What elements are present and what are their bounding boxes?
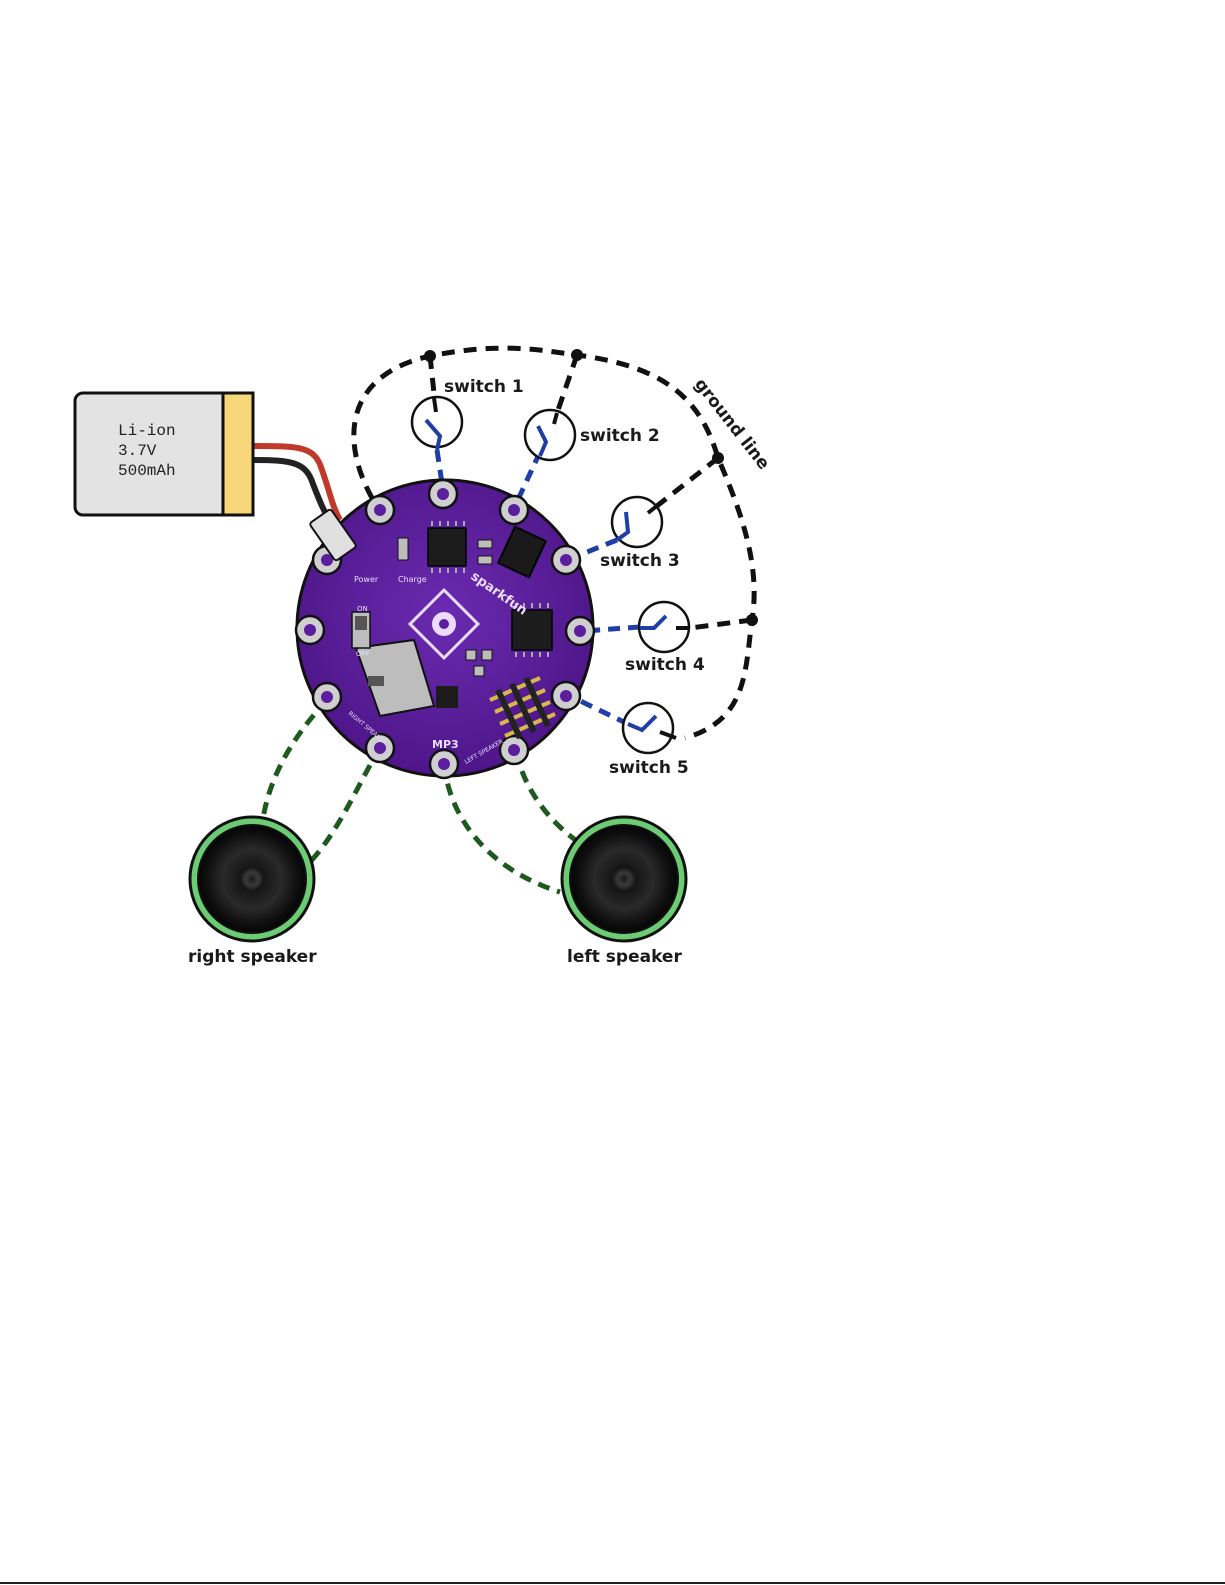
board-mp3-label: MP3 (432, 738, 459, 751)
left-speaker-label: left speaker (567, 947, 682, 967)
switch-2 (525, 410, 575, 460)
left-speaker-wire-a (444, 764, 560, 892)
right-speaker-wire-b (310, 748, 380, 862)
battery-chemistry: Li-ion (118, 422, 176, 440)
switch-5-body (623, 703, 673, 753)
switch-1 (412, 397, 462, 450)
battery-cap (223, 393, 253, 515)
board-power-switch (352, 612, 370, 648)
switch-2-label: switch 2 (580, 426, 660, 446)
left-speaker (562, 817, 686, 941)
ground-wire-switch3 (648, 458, 718, 513)
board-chip-top (428, 521, 466, 573)
battery-voltage: 3.7V (118, 442, 157, 460)
left-speaker-wire-b (516, 752, 578, 842)
right-speaker-label: right speaker (188, 947, 317, 967)
switch-4 (639, 602, 690, 652)
battery-capacity: 500mAh (118, 462, 176, 480)
switch-3 (612, 497, 662, 547)
board-off-label: OFF (356, 650, 370, 658)
right-speaker-wire-a (262, 700, 327, 825)
board-power-label: Power (354, 575, 379, 584)
ground-wire-switch2 (557, 355, 577, 413)
board-chip-small (436, 686, 458, 708)
switch-3-label: switch 3 (600, 551, 680, 571)
board-charge-label: Charge (398, 575, 427, 584)
junction-dot-3 (712, 452, 724, 464)
junction-dot-1 (424, 350, 436, 362)
switch-2-body (525, 410, 575, 460)
junction-dot-4 (746, 614, 758, 626)
battery: Li-ion 3.7V 500mAh (75, 393, 340, 524)
right-speaker-cone (198, 825, 306, 933)
ground-wire-switch4 (690, 620, 752, 628)
switch-1-contact (434, 398, 436, 412)
switch-5-label: switch 5 (609, 758, 689, 778)
junction-dot-2 (571, 349, 583, 361)
page-bottom-rule (0, 1582, 1225, 1584)
switch-5 (623, 703, 676, 753)
left-speaker-cone (570, 825, 678, 933)
lilypad-mp3-board: sparkfun Power Charge ON OFF MP3 RIGHT S… (296, 480, 594, 778)
switch-4-label: switch 4 (625, 655, 705, 675)
switch-1-label: switch 1 (444, 377, 524, 397)
board-on-label: ON (357, 605, 368, 613)
switch-1-body (412, 397, 462, 447)
battery-red-lead (252, 446, 340, 520)
ground-line-label: ground line (690, 375, 773, 474)
right-speaker (190, 817, 314, 941)
